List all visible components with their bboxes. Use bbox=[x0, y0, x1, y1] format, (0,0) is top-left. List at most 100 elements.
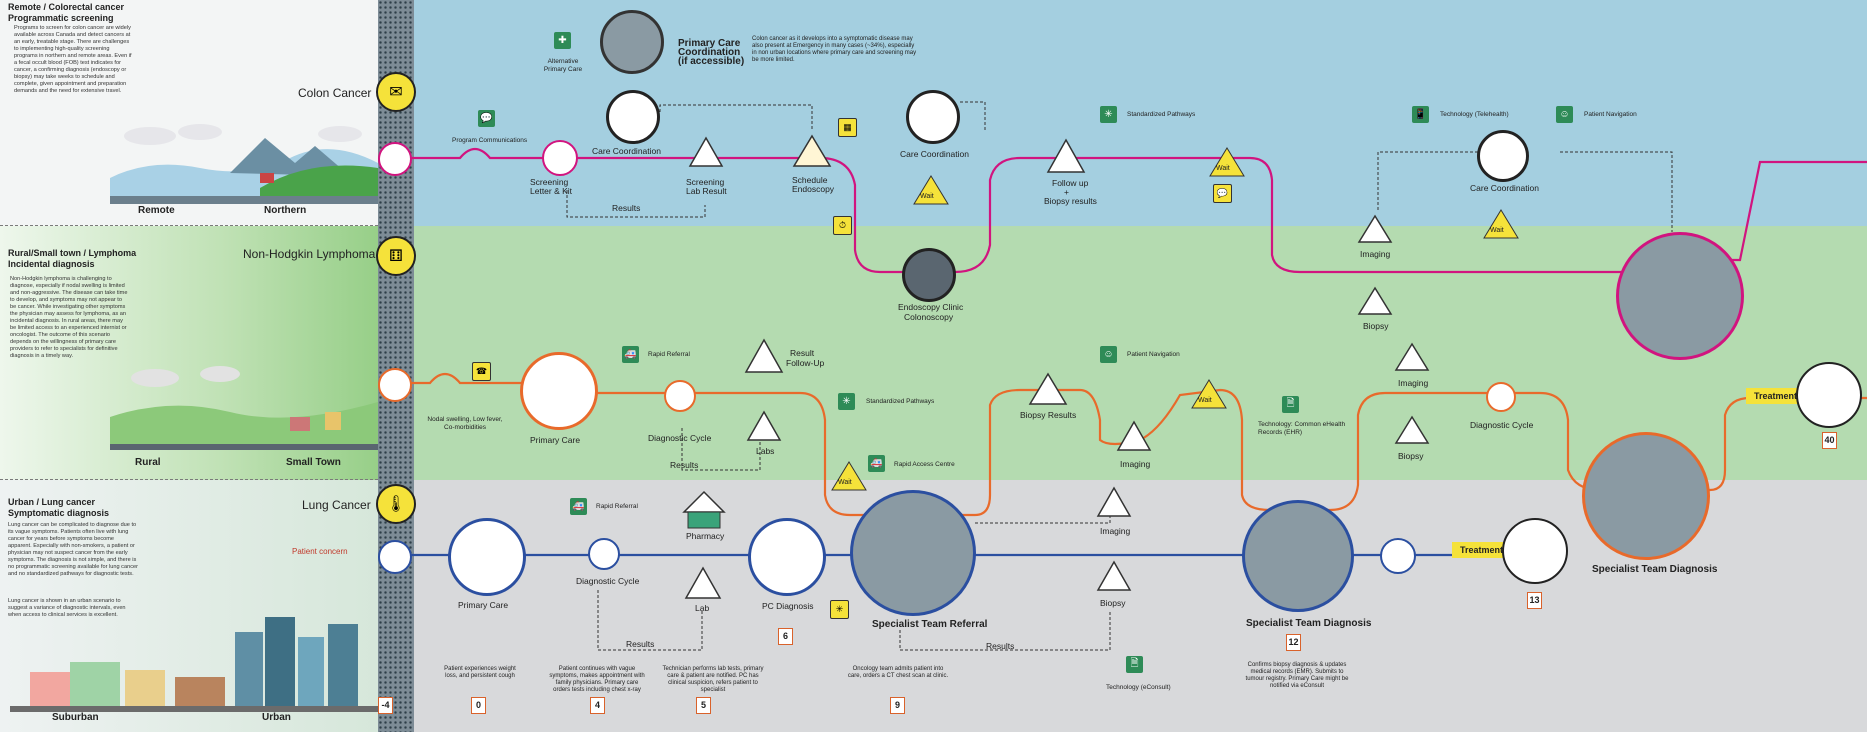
lung-primary-care-node[interactable] bbox=[448, 518, 526, 596]
colon-imaging-label: Imaging bbox=[1360, 249, 1391, 259]
care-coordination-node-2[interactable] bbox=[906, 90, 960, 144]
endoscopy-clinic-node[interactable] bbox=[902, 248, 956, 302]
lymph-standardized-pathways-icon: ✳ bbox=[838, 393, 855, 410]
phone-icon: ☎ bbox=[472, 362, 491, 381]
alternative-care-label: Alternative Primary Care bbox=[543, 58, 583, 73]
lung-results-label-2: Results bbox=[986, 641, 1015, 651]
standardized-pathways-icon: ✳ bbox=[1100, 106, 1117, 123]
colon-scenario-title: Remote / Colorectal cancer bbox=[8, 2, 125, 12]
rapid-referral-label: Rapid Referral bbox=[648, 351, 690, 358]
timeline-desc-day-4: Patient continues with vague symptoms, m… bbox=[549, 666, 645, 693]
lymph-patient-navigation-label: Patient Navigation bbox=[1127, 351, 1180, 358]
lymph-diagnostic-cycle-label-2: Diagnostic Cycle bbox=[1470, 420, 1534, 430]
schedule-label-2: Endoscopy bbox=[792, 184, 835, 194]
lung-cancer-label: Lung Cancer bbox=[302, 498, 371, 512]
colon-emergency-note: Colon cancer as it develops into a sympt… bbox=[752, 36, 917, 63]
wait-label-2: Wait bbox=[1216, 165, 1230, 172]
screening-lab-label-2: Lab Result bbox=[686, 186, 727, 196]
care-coordination-node-3[interactable] bbox=[1477, 130, 1529, 182]
place-label-northern: Northern bbox=[264, 205, 307, 216]
lymph-imaging-label-2: Imaging bbox=[1398, 378, 1429, 388]
lymph-diagnostic-cycle-node[interactable] bbox=[664, 380, 696, 412]
program-communications-label: Program Communications bbox=[452, 137, 528, 144]
biopsy-results-label: Biopsy Results bbox=[1020, 410, 1077, 420]
telehealth-icon: 📱 bbox=[1412, 106, 1429, 123]
lymph-treatment-node[interactable] bbox=[1796, 362, 1862, 428]
lymph-specialist-label: Specialist Team Diagnosis bbox=[1592, 564, 1718, 575]
lung-primary-care-label: Primary Care bbox=[458, 600, 509, 610]
day-badge-4: 4 bbox=[590, 697, 605, 714]
care-coordination-node[interactable] bbox=[606, 90, 660, 144]
lymph-specialist-team-node[interactable] bbox=[1582, 432, 1710, 560]
colon-results-label: Results bbox=[612, 203, 641, 213]
lymph-diagnostic-cycle-node-2[interactable] bbox=[1486, 382, 1516, 412]
follow-up-triangle bbox=[1046, 138, 1086, 173]
lung-diagnostic-cycle-label: Diagnostic Cycle bbox=[576, 576, 640, 586]
lymph-diagnostic-cycle-label: Diagnostic Cycle bbox=[648, 433, 712, 443]
pc-diagnosis-node[interactable] bbox=[748, 518, 826, 596]
timeline-desc-day-12: Confirms biopsy diagnosis & updates medi… bbox=[1245, 662, 1349, 689]
lymph-wait-triangle-2 bbox=[1191, 379, 1227, 409]
lung-followup-node[interactable] bbox=[1380, 538, 1416, 574]
screening-label-2: Letter & Kit bbox=[530, 186, 573, 196]
pcc-label-2: Coordination bbox=[678, 47, 741, 58]
mail-icon: ✉ bbox=[376, 72, 416, 112]
colon-specialist-team-node[interactable] bbox=[1616, 232, 1744, 360]
alternative-care-icon: ✚ bbox=[554, 32, 571, 49]
rapid-access-centre-icon: 🚑 bbox=[868, 455, 885, 472]
ehr-technology-icon: 🗎 bbox=[1282, 396, 1299, 413]
day-badge-9: 9 bbox=[890, 697, 905, 714]
lung-biopsy-triangle bbox=[1096, 560, 1132, 591]
lymph-biopsy-triangle bbox=[1394, 415, 1430, 444]
telehealth-label: Technology (Telehealth) bbox=[1440, 111, 1509, 118]
lung-results-label: Results bbox=[626, 639, 655, 649]
day-badge-0: 0 bbox=[471, 697, 486, 714]
lung-patient-avatar bbox=[378, 540, 412, 574]
colon-biopsy-label: Biopsy bbox=[1363, 321, 1389, 331]
lung-treatment-node[interactable] bbox=[1502, 518, 1568, 584]
day-badge-5: 5 bbox=[696, 697, 711, 714]
biopsy-triangle bbox=[1357, 286, 1393, 315]
rapid-access-centre-label: Rapid Access Centre bbox=[894, 461, 955, 468]
lung-diagnostic-cycle-node[interactable] bbox=[588, 538, 620, 570]
followup-label-1: Follow up bbox=[1052, 178, 1089, 188]
lymph-primary-care-node[interactable] bbox=[520, 352, 598, 430]
screening-kit-node[interactable] bbox=[542, 140, 578, 176]
divider bbox=[0, 225, 378, 226]
nodal-swelling-label: Nodal swelling, Low fever, Co-morbiditie… bbox=[427, 416, 503, 431]
primary-care-coordination-node[interactable] bbox=[600, 10, 664, 74]
colon-patient-avatar bbox=[378, 142, 412, 176]
lung-treatment-badge: Treatment bbox=[1452, 542, 1512, 558]
wait-label-1: Wait bbox=[920, 193, 934, 200]
result-followup-label-1: Result bbox=[790, 348, 815, 358]
screening-lab-triangle bbox=[688, 136, 724, 167]
timeline-desc-day-9: Oncology team admits patient into care, … bbox=[847, 666, 949, 679]
lymph-wait-label-2: Wait bbox=[1198, 397, 1212, 404]
standardized-pathways-label: Standardized Pathways bbox=[1127, 111, 1196, 118]
labs-label: Labs bbox=[756, 446, 775, 456]
lung-specialist-diagnosis-node[interactable] bbox=[1242, 500, 1354, 612]
wait-triangle-2 bbox=[1209, 147, 1245, 177]
endoscopy-label-2: Colonoscopy bbox=[904, 312, 954, 322]
lung-scenario-description: Lung cancer can be complicated to diagno… bbox=[8, 522, 138, 577]
lymph-patient-navigation-icon: ☺ bbox=[1100, 346, 1117, 363]
place-label-remote: Remote bbox=[138, 205, 175, 216]
screening-label-1: Screening bbox=[530, 177, 569, 187]
result-followup-label-2: Follow-Up bbox=[786, 358, 825, 368]
program-communications-icon: 💬 bbox=[478, 110, 495, 127]
care-coordination-label-2: Care Coordination bbox=[900, 149, 969, 159]
place-label-small-town: Small Town bbox=[286, 457, 341, 468]
specialist-team-referral-node[interactable] bbox=[850, 490, 976, 616]
chat-icon: 💬 bbox=[1213, 184, 1232, 203]
calendar-icon: ▦ bbox=[838, 118, 857, 137]
day-badge-40: 40 bbox=[1822, 432, 1837, 449]
lung-rapid-referral-icon: 🚑 bbox=[570, 498, 587, 515]
lymphoma-scenario-description: Non-Hodgkin lymphoma is challenging to d… bbox=[10, 276, 128, 359]
wait-label-3: Wait bbox=[1490, 227, 1504, 234]
lymph-wait-triangle-1 bbox=[831, 461, 867, 491]
lymph-imaging-triangle bbox=[1116, 420, 1152, 451]
schedule-label-1: Schedule bbox=[792, 175, 828, 185]
lymph-imaging-label: Imaging bbox=[1120, 459, 1151, 469]
lung-biopsy-label: Biopsy bbox=[1100, 598, 1126, 608]
lymphoma-patient-avatar bbox=[378, 368, 412, 402]
